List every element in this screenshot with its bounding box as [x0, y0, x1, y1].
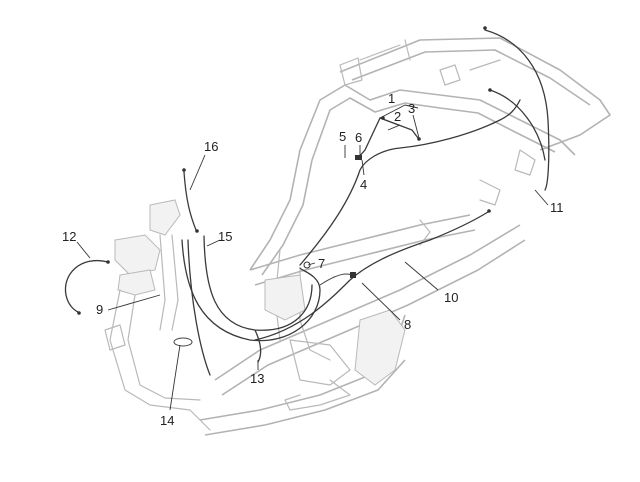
scooter-frame — [104, 37, 611, 436]
clamp-6 — [355, 155, 362, 160]
callout-5: 5 — [339, 129, 346, 144]
callout-13: 13 — [250, 371, 264, 386]
callout-2: 2 — [394, 109, 401, 124]
cable-13 — [254, 329, 262, 363]
grommet-14 — [173, 337, 193, 347]
cable-16 — [183, 171, 197, 231]
callout-14: 14 — [160, 413, 174, 428]
callout-9: 9 — [96, 302, 103, 317]
cable-9 — [187, 239, 211, 376]
cable-4 — [299, 99, 521, 266]
callout-16: 16 — [204, 139, 218, 154]
cable-11 — [484, 29, 550, 191]
callout-4: 4 — [360, 177, 367, 192]
cables — [64, 26, 550, 376]
callout-15: 15 — [218, 229, 232, 244]
callout-labels: 1 2 3 4 5 6 7 8 9 10 11 12 13 14 15 16 — [62, 91, 564, 428]
clip-7 — [303, 261, 311, 269]
callout-8: 8 — [404, 317, 411, 332]
cable-10 — [254, 211, 489, 341]
callout-1: 1 — [388, 91, 395, 106]
cable-15a — [181, 239, 321, 342]
callout-7: 7 — [318, 256, 325, 271]
clamp-8 — [350, 272, 356, 278]
callout-12: 12 — [62, 229, 76, 244]
callout-6: 6 — [355, 130, 362, 145]
leader-lines — [76, 104, 549, 411]
cable-11b — [489, 89, 546, 161]
cable-12 — [64, 259, 109, 313]
callout-10: 10 — [444, 290, 458, 305]
callout-11: 11 — [550, 200, 564, 215]
cable-3 — [379, 117, 419, 139]
callout-3: 3 — [408, 101, 415, 116]
